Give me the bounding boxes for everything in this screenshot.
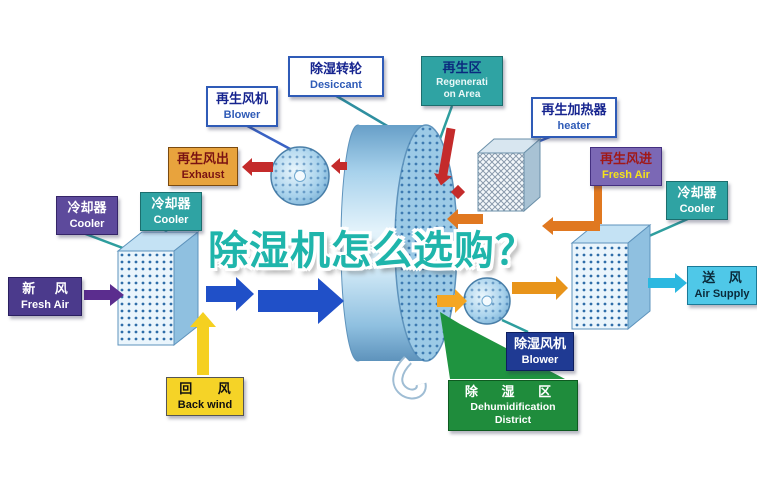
dry-air-arrow-1 [437,289,467,313]
regen-flow-node [450,184,466,200]
regen-blower-label-en: Blower [223,108,261,121]
regen-inlet-duct [594,180,602,224]
cooler-left-label-zh: 冷却器 [67,200,107,215]
exhaust-arrow-1 [331,158,347,174]
cooler-left-label-en: Cooler [69,217,105,230]
regen-exhaust-label-en: Exhaust [181,168,225,181]
regen-area-label-en2: on Area [443,89,481,101]
process-air-arrow-1 [206,277,254,311]
dehum-blower-label: 除湿风机 Blower [506,332,574,372]
air-supply-label-en: Air Supply [694,287,750,300]
regen-area-label-en1: Regenerati [436,76,488,88]
regen-fresh-air-label: 再生风进 Fresh Air [590,147,662,187]
back-wind-label-zh: 回 风 [179,381,231,396]
cooler-right-label: 冷却器 Cooler [666,181,728,221]
fresh-air-label-en: Fresh Air [21,298,69,311]
regen-exhaust-label-zh: 再生风出 [176,151,229,166]
dry-air-arrow-2 [512,276,568,300]
cooler-left-connector [82,231,129,252]
process-air-arrow-2 [258,278,344,324]
regen-flow-down-arrow [434,127,456,186]
cooler-right-label-zh: 冷却器 [677,185,717,200]
fresh-air-arrow [84,284,124,306]
regen-area-label-zh: 再生区 [442,60,482,75]
supply-air-arrow [648,273,687,293]
regen-blower-label-zh: 再生风机 [215,91,268,106]
page-title: 除湿机怎么选购？ [208,229,536,273]
cooler-unit-right [570,223,652,331]
rotation-ribbon [392,356,427,400]
regen-exhaust-label: 再生风出 Exhaust [168,147,238,187]
desiccant-label-en: Desiccant [310,78,362,91]
cooler-right-label-en: Cooler [679,202,715,215]
cooler-mid-label-zh: 冷却器 [151,196,191,211]
cooler-unit-left [116,230,200,347]
regen-fresh-air-label-zh: 再生风进 [599,151,652,166]
heater-unit [476,137,542,213]
cooler-mid-label: 冷却器 Cooler [140,192,202,232]
dehum-district-label-zh: 除 湿 区 [464,384,562,399]
dehum-district-label-en1: Dehumidification [470,400,556,413]
dehum-blower-label-zh: 除湿风机 [513,336,566,351]
regen-blower-label: 再生风机 Blower [206,86,278,128]
desiccant-connector [332,92,390,129]
regen-fresh-air-label-en: Fresh Air [602,168,650,181]
regen-heater-label-zh: 再生加热器 [541,102,607,117]
return-air-arrow [190,312,216,375]
fresh-air-label: 新 风 Fresh Air [8,277,82,317]
cooler-mid-label-en: Cooler [153,213,189,226]
dehum-blower-label-en: Blower [521,353,559,366]
dehum-district-label-en2: District [494,414,532,427]
air-supply-label-zh: 送 风 [702,270,742,285]
exhaust-arrow-2 [242,158,273,176]
heater-to-wheel-arrow [447,209,483,229]
regen-heater-label: 再生加热器 heater [531,97,617,139]
desiccant-label-zh: 除湿转轮 [309,61,362,76]
desiccant-label: 除湿转轮 Desiccant [288,56,384,98]
dehumidification-zone-beam [440,312,565,379]
airflow-arrows [84,127,687,375]
regen-area-label: 再生区 Regenerati on Area [421,56,503,106]
regen-heater-label-en: heater [557,119,591,132]
cooler-left-label: 冷却器 Cooler [56,196,118,236]
dehum-blower-connector [501,318,529,334]
back-wind-label-en: Back wind [177,398,233,411]
back-wind-label: 回 风 Back wind [166,377,244,417]
dehum-district-label: 除 湿 区 Dehumidification District [448,380,578,432]
regen-blower-fan [270,146,330,206]
fresh-air-label-zh: 新 风 [22,281,68,296]
dehum-blower-fan [463,277,511,325]
air-supply-label: 送 风 Air Supply [687,266,757,306]
regen-inlet-arrow [542,217,600,235]
